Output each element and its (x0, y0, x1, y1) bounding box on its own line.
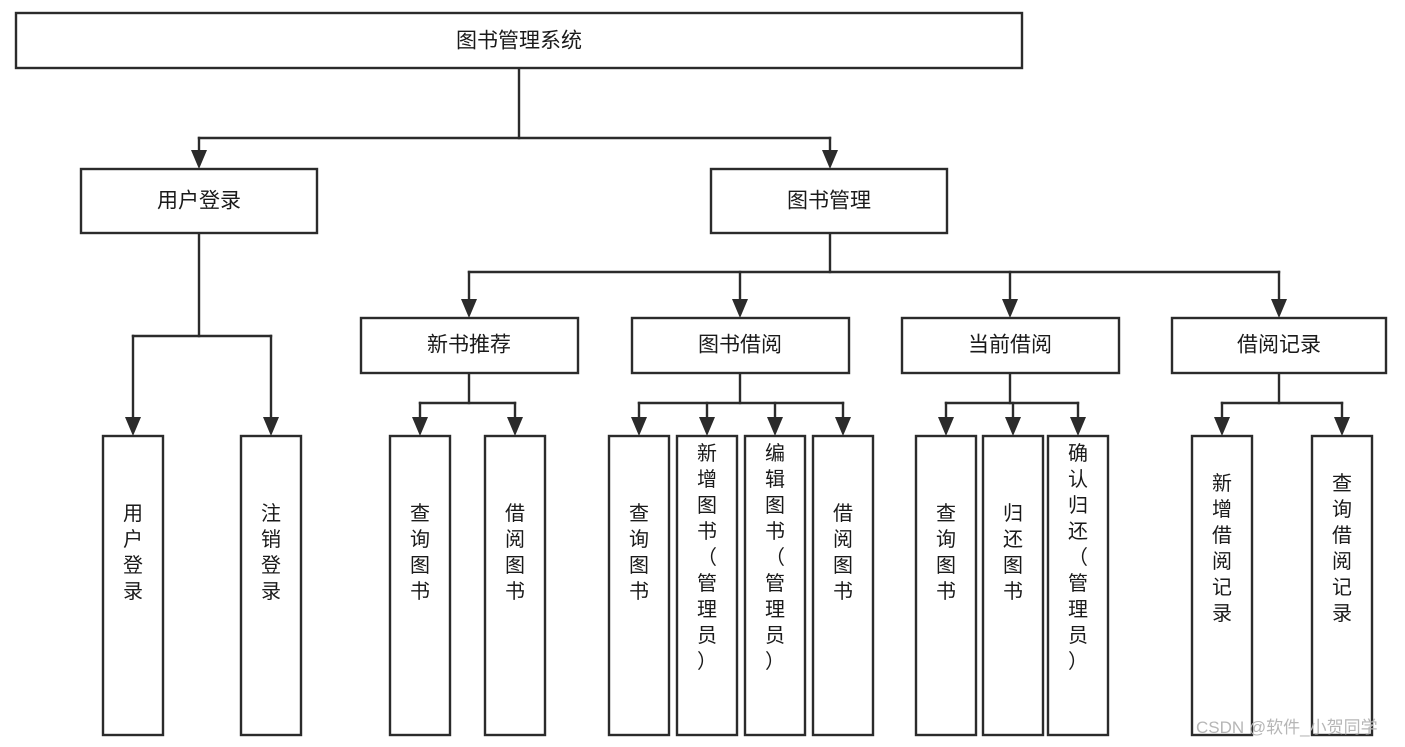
node-leaf-add-book-admin-label: 新增图书（管理员） (697, 442, 717, 673)
node-leaf-edit-book-admin-box (743, 434, 807, 737)
node-leaf-logout-login-label: 注销登录 (261, 502, 281, 603)
node-leaf-query-book-recommend-label: 查询图书 (410, 502, 430, 603)
node-leaf-borrow-book-recommend-box (483, 434, 547, 737)
arrow-bm-to-borrow-record (1271, 299, 1287, 318)
node-leaf-borrow-book[interactable]: 借阅图书 (811, 434, 875, 737)
node-borrow-record-box (1170, 316, 1388, 375)
node-leaf-edit-book-admin[interactable]: 编辑图书（管理员） (743, 434, 807, 737)
node-book-management[interactable]: 图书管理 (709, 167, 949, 235)
arrow-cb-leaf-3 (1070, 417, 1086, 436)
arrow-bm-to-new-book-recommend (461, 299, 477, 318)
node-book-management-label: 图书管理 (787, 190, 871, 213)
node-leaf-edit-book-admin-label: 编辑图书（管理员） (765, 442, 785, 673)
node-book-borrow-box (630, 316, 851, 375)
node-leaf-user-login[interactable]: 用户登录 (101, 434, 165, 737)
node-leaf-user-login-label: 用户登录 (123, 503, 143, 603)
node-leaf-confirm-return-admin-label: 确认归还（管理员） (1068, 442, 1088, 673)
node-book-management-box (709, 167, 949, 235)
node-current-borrow-box (900, 316, 1121, 375)
node-current-borrow-label: 当前借阅 (968, 334, 1052, 357)
csdn-watermark: CSDN @软件_小贺同学 (1196, 718, 1378, 737)
node-leaf-query-borrow-record-label: 查询借阅记录 (1332, 472, 1352, 625)
node-root-label: 图书管理系统 (456, 30, 582, 53)
node-leaf-add-book-admin-box (675, 434, 739, 737)
node-leaf-query-book-borrow-label: 查询图书 (629, 502, 649, 603)
node-leaf-add-borrow-record[interactable]: 新增借阅记录 (1190, 434, 1254, 737)
node-root[interactable]: 图书管理系统 (14, 11, 1024, 70)
node-leaf-query-book-current-label: 查询图书 (936, 502, 956, 603)
node-leaf-logout-login-box (239, 434, 303, 737)
node-user-login-label: 用户登录 (157, 190, 241, 213)
arrow-bm-to-book-borrow (732, 299, 748, 318)
node-new-book-recommend[interactable]: 新书推荐 (359, 316, 580, 375)
node-leaf-query-borrow-record[interactable]: 查询借阅记录 (1310, 434, 1374, 737)
node-leaf-query-book-borrow[interactable]: 查询图书 (607, 434, 671, 737)
node-leaf-borrow-book-recommend-label: 借阅图书 (505, 502, 525, 603)
node-leaf-return-book[interactable]: 归还图书 (981, 434, 1045, 737)
node-leaf-add-borrow-record-label: 新增借阅记录 (1212, 472, 1232, 625)
node-leaf-return-book-box (981, 434, 1045, 737)
arrow-nbr-leaf-1 (412, 417, 428, 436)
node-leaf-confirm-return-admin[interactable]: 确认归还（管理员） (1046, 434, 1110, 737)
arrow-br-leaf-2 (1334, 417, 1350, 436)
node-borrow-record[interactable]: 借阅记录 (1170, 316, 1388, 375)
arrow-cb-leaf-1 (938, 417, 954, 436)
node-book-borrow-label: 图书借阅 (698, 334, 782, 357)
arrow-br-leaf-1 (1214, 417, 1230, 436)
arrow-nbr-leaf-2 (507, 417, 523, 436)
node-user-login[interactable]: 用户登录 (79, 167, 319, 235)
node-leaf-user-login-box (101, 434, 165, 737)
node-leaf-query-book-current-box (914, 434, 978, 737)
node-root-box (14, 11, 1024, 70)
connector-layer (125, 66, 1350, 436)
node-leaf-query-book-recommend[interactable]: 查询图书 (388, 434, 452, 737)
arrow-user-login-leaf-2 (263, 417, 279, 436)
node-leaf-borrow-book-label: 借阅图书 (833, 502, 853, 603)
arrow-bb-leaf-1 (631, 417, 647, 436)
node-leaf-query-book-current[interactable]: 查询图书 (914, 434, 978, 737)
arrow-cb-leaf-2 (1005, 417, 1021, 436)
arrow-bb-leaf-4 (835, 417, 851, 436)
node-leaf-query-borrow-record-box (1310, 434, 1374, 737)
node-new-book-recommend-box (359, 316, 580, 375)
node-leaf-logout-login[interactable]: 注销登录 (239, 434, 303, 737)
node-leaf-borrow-book-recommend[interactable]: 借阅图书 (483, 434, 547, 737)
node-leaf-add-borrow-record-box (1190, 434, 1254, 737)
arrow-bm-to-current-borrow (1002, 299, 1018, 318)
node-leaf-query-book-borrow-box (607, 434, 671, 737)
node-book-borrow[interactable]: 图书借阅 (630, 316, 851, 375)
node-leaf-query-book-recommend-box (388, 434, 452, 737)
node-current-borrow[interactable]: 当前借阅 (900, 316, 1121, 375)
node-leaf-add-book-admin[interactable]: 新增图书（管理员） (675, 434, 739, 737)
arrow-root-to-user-login (191, 150, 207, 169)
arrow-root-to-book-management (822, 150, 838, 169)
arrow-bb-leaf-2 (699, 417, 715, 436)
arrow-user-login-leaf-1 (125, 417, 141, 436)
node-leaf-confirm-return-admin-box (1046, 434, 1110, 737)
arrow-bb-leaf-3 (767, 417, 783, 436)
node-new-book-recommend-label: 新书推荐 (427, 334, 511, 357)
node-user-login-box (79, 167, 319, 235)
node-borrow-record-label: 借阅记录 (1237, 334, 1321, 357)
node-leaf-return-book-label: 归还图书 (1003, 502, 1023, 603)
node-leaf-borrow-book-box (811, 434, 875, 737)
